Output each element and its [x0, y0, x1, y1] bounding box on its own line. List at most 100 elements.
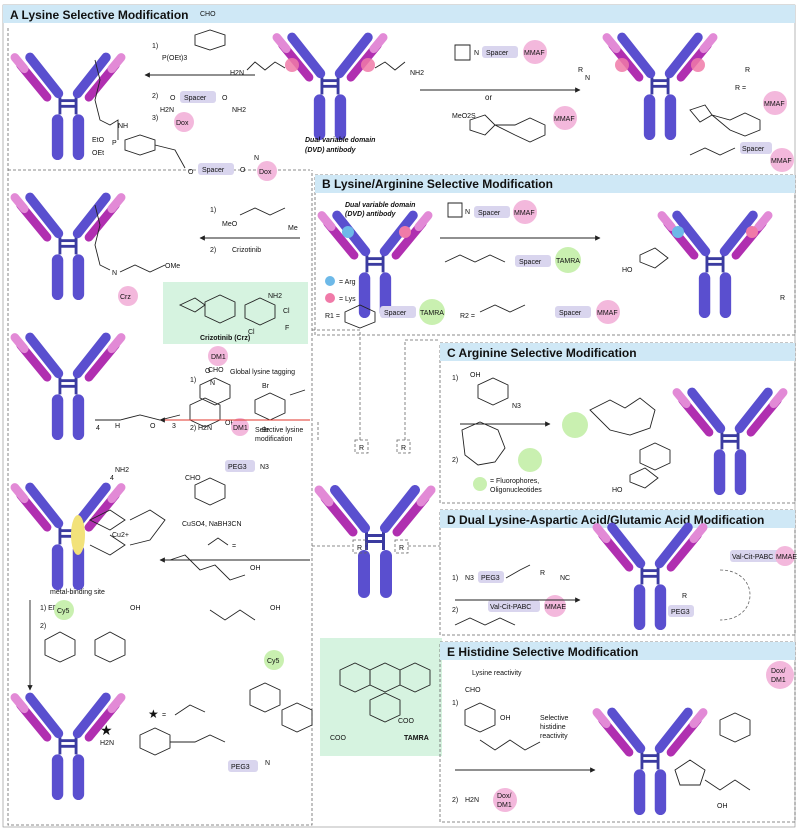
cy5-reagent — [54, 600, 74, 620]
svg-text:Cl: Cl — [283, 308, 290, 315]
svg-text:Dual variable domain: Dual variable domain — [305, 137, 375, 144]
svg-text:CHO: CHO — [185, 475, 201, 482]
svg-text:R =: R = — [735, 85, 746, 92]
svg-text:OH: OH — [717, 803, 728, 810]
svg-text:histidine: histidine — [540, 724, 566, 731]
svg-text:N3: N3 — [260, 464, 269, 471]
svg-text:N3: N3 — [465, 575, 474, 582]
crz-label — [118, 286, 138, 306]
dox-reagent — [174, 112, 194, 132]
svg-text:OH: OH — [130, 605, 141, 612]
svg-text:DM1: DM1 — [211, 354, 226, 361]
dm1-reagent — [231, 418, 249, 436]
mmaf-r2-b — [596, 300, 620, 324]
panel-a-header — [3, 5, 795, 23]
svg-text:NC: NC — [560, 575, 570, 582]
svg-text:R2 =: R2 = — [460, 313, 475, 320]
svg-text:Dox/: Dox/ — [771, 668, 785, 675]
svg-text:H2N: H2N — [100, 740, 114, 747]
svg-text:= Lys: = Lys — [339, 296, 356, 303]
svg-text:Cu2+: Cu2+ — [112, 532, 129, 539]
antibody-e-product — [597, 712, 703, 815]
svg-text:OH: OH — [225, 420, 236, 427]
svg-text:1): 1) — [452, 575, 458, 582]
svg-text:MMAF: MMAF — [524, 50, 545, 57]
svg-text:OH: OH — [250, 565, 261, 572]
svg-text:2): 2) — [40, 623, 46, 630]
svg-text:R: R — [540, 570, 545, 577]
svg-text:Selective: Selective — [540, 715, 569, 722]
svg-text:MMAE: MMAE — [545, 604, 566, 611]
svg-text:PEG3: PEG3 — [228, 464, 247, 471]
tamra-b1 — [555, 247, 581, 273]
svg-text:2): 2) — [210, 247, 216, 254]
svg-text:R1 =: R1 = — [325, 313, 340, 320]
panel-c-title: C Arginine Selective Modification — [447, 346, 637, 360]
fluor-c-reagent — [518, 448, 542, 472]
svg-text:= Arg: = Arg — [339, 279, 356, 286]
svg-text:PEG3: PEG3 — [671, 609, 690, 616]
svg-text:Spacer: Spacer — [486, 50, 509, 57]
svg-text:N: N — [474, 50, 479, 57]
svg-text:P: P — [112, 140, 117, 147]
svg-text:N: N — [465, 209, 470, 216]
spacer-label-a1 — [198, 163, 234, 175]
tamra-box — [320, 638, 442, 756]
svg-text:R: R — [745, 67, 750, 74]
svg-text:Lysine reactivity: Lysine reactivity — [472, 670, 522, 677]
svg-text:R: R — [359, 445, 364, 452]
svg-text:Cy5: Cy5 — [267, 658, 280, 665]
svg-text:1): 1) — [190, 377, 196, 384]
svg-text:R: R — [399, 545, 404, 552]
svg-text:EtO: EtO — [92, 137, 105, 144]
svg-text:= Fluorophores,: = Fluorophores, — [490, 478, 539, 485]
svg-text:Global lysine tagging: Global lysine tagging — [230, 369, 295, 376]
svg-text:=: = — [232, 543, 236, 550]
svg-text:Dual variable domain: Dual variable domain — [345, 202, 415, 209]
svg-text:PEG3: PEG3 — [481, 575, 500, 582]
svg-text:3): 3) — [152, 115, 158, 122]
svg-text:N: N — [585, 75, 590, 82]
panel-b-title: B Lysine/Arginine Selective Modification — [322, 177, 553, 191]
fluor-legend — [473, 477, 487, 491]
svg-text:Spacer: Spacer — [742, 146, 765, 153]
svg-text:OEt: OEt — [92, 150, 104, 157]
linker-a1 — [94, 59, 119, 140]
svg-text:MMAF: MMAF — [764, 101, 785, 108]
svg-text:TAMRA: TAMRA — [420, 310, 444, 317]
svg-text:O: O — [240, 167, 246, 174]
svg-text:MMAF: MMAF — [554, 116, 575, 123]
svg-text:MMAE: MMAE — [776, 554, 797, 561]
svg-text:OH: OH — [470, 372, 481, 379]
antibody-a3 — [15, 337, 121, 440]
svg-text:Spacer: Spacer — [384, 310, 407, 317]
svg-text:4: 4 — [96, 425, 100, 432]
svg-text:OMe: OMe — [165, 263, 180, 270]
svg-text:Spacer: Spacer — [184, 95, 207, 102]
antibody-a-product — [607, 37, 713, 140]
svg-text:HO: HO — [622, 267, 633, 274]
svg-text:O: O — [205, 368, 211, 375]
svg-text:(DVD) antibody: (DVD) antibody — [305, 147, 357, 154]
svg-text:reactivity: reactivity — [540, 733, 568, 740]
svg-text:MeO: MeO — [222, 221, 238, 228]
lys-legend-dot — [325, 293, 335, 303]
svg-text:Dox: Dox — [176, 120, 189, 127]
svg-text:Selective lysine: Selective lysine — [255, 427, 303, 434]
panel-d-header — [440, 510, 795, 528]
svg-text:H2N: H2N — [230, 70, 244, 77]
valcit-d-product — [730, 550, 782, 562]
svg-text:Crz: Crz — [120, 294, 131, 301]
svg-text:Br: Br — [262, 383, 270, 390]
svg-text:OH: OH — [500, 715, 511, 722]
svg-text:H2N: H2N — [160, 107, 174, 114]
svg-text:NH2: NH2 — [115, 467, 129, 474]
svg-text:F: F — [285, 325, 289, 332]
svg-text:OH: OH — [270, 605, 281, 612]
svg-text:Val-Cit-PABC: Val-Cit-PABC — [732, 554, 773, 561]
mmaf-r1 — [763, 91, 787, 115]
svg-text:=: = — [162, 712, 166, 719]
svg-text:1): 1) — [152, 43, 158, 50]
antibody-a4 — [15, 487, 121, 590]
svg-text:Dox/: Dox/ — [497, 793, 511, 800]
